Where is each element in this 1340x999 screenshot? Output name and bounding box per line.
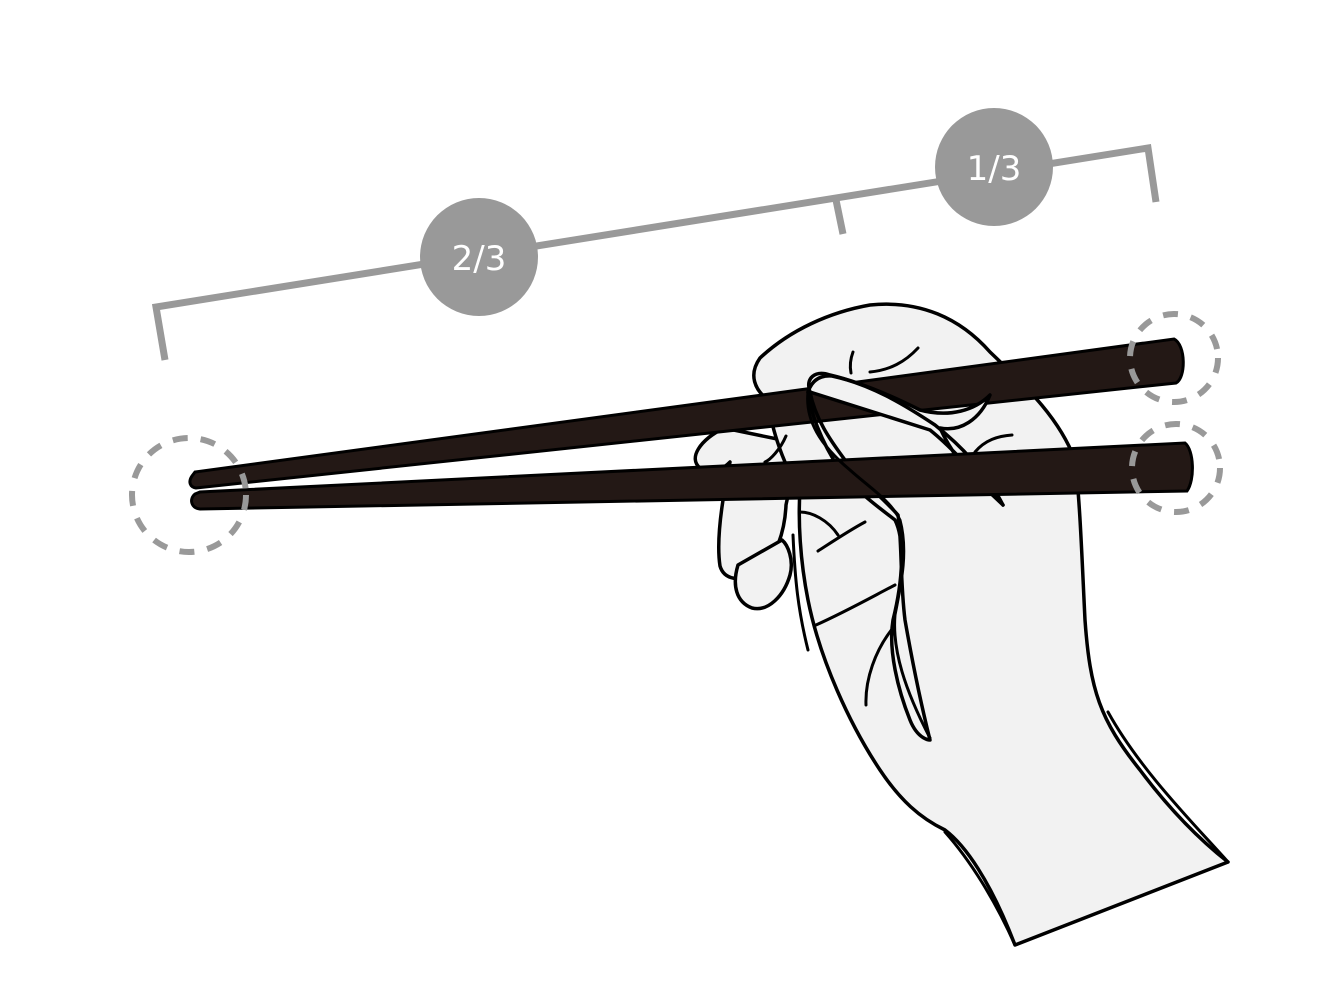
length-measure-bracket <box>151 143 1160 361</box>
palm-crease-2 <box>816 520 867 553</box>
badge-two-thirds: 2/3 <box>420 198 538 316</box>
palm-crease-4 <box>864 626 895 707</box>
upper-end-highlight-ring <box>1127 311 1221 405</box>
highlight-rings <box>129 311 1223 555</box>
pinky-finger <box>733 538 794 611</box>
hand-detail-lines <box>763 346 1230 947</box>
lower-end-highlight-ring <box>1129 421 1223 515</box>
badge-one-third-circle <box>935 108 1053 226</box>
badge-one-third: 1/3 <box>935 108 1053 226</box>
badge-one-third-label: 1/3 <box>967 149 1022 189</box>
knuckle-crease <box>973 433 1014 454</box>
badge-two-thirds-label: 2/3 <box>452 239 507 279</box>
bracket-divider-tick <box>832 199 847 235</box>
palm-crease-3 <box>814 583 897 627</box>
palm-crease-1 <box>798 510 840 537</box>
wrist-line <box>943 830 1017 947</box>
lower-chopstick <box>190 441 1194 511</box>
pinky-edge <box>791 533 810 652</box>
hand-edge <box>1106 710 1230 864</box>
bracket-line <box>151 143 1160 361</box>
index-crease-1 <box>848 350 855 375</box>
ring-crease <box>763 434 788 464</box>
upper-chopstick <box>188 337 1185 490</box>
tips-highlight-ring <box>129 435 249 555</box>
badge-two-thirds-circle <box>420 198 538 316</box>
thumb-outline <box>806 390 932 740</box>
index-crease-2 <box>868 346 920 374</box>
hand-back-fingers <box>693 426 794 611</box>
